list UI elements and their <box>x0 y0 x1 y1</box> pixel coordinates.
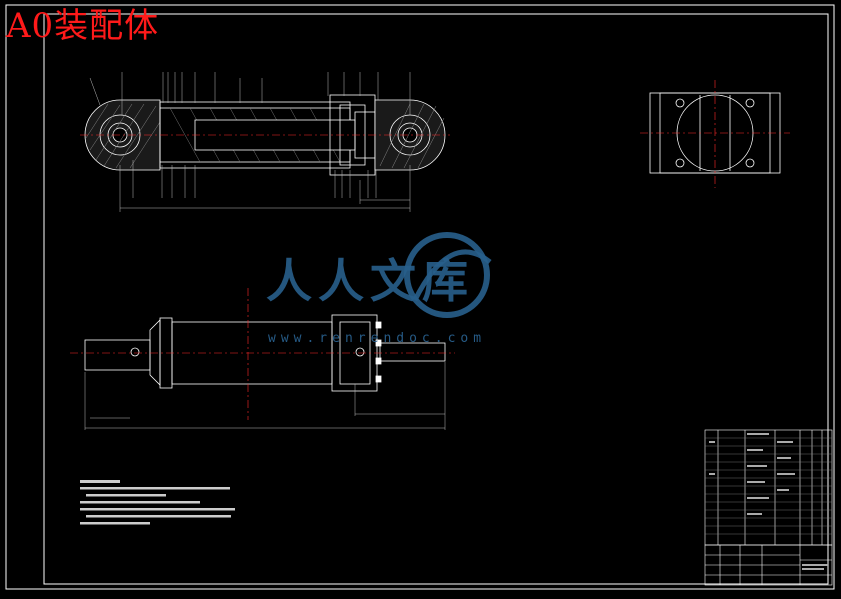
watermark-logo-icon <box>404 232 492 318</box>
watermark-url: www.renrendoc.com <box>268 331 487 346</box>
side-view <box>640 80 790 188</box>
technical-requirements-block <box>80 480 235 525</box>
parts-list-and-title-block <box>704 429 833 586</box>
outer-frame <box>5 4 835 590</box>
section-view <box>80 72 450 212</box>
inner-frame <box>43 13 829 585</box>
drawing-title: A0装配体 <box>6 6 160 46</box>
watermark-text: 人人文库 <box>266 254 474 308</box>
front-view <box>70 288 455 430</box>
